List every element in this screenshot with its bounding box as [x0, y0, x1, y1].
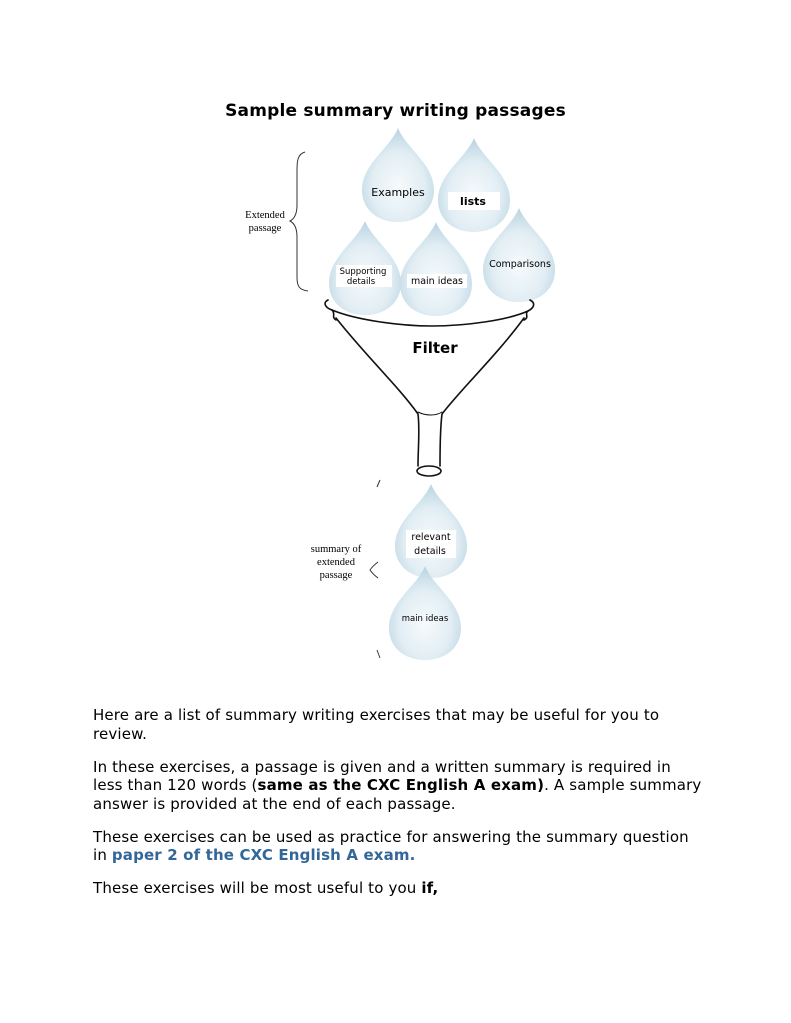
- drop-lists-label: lists: [460, 195, 486, 208]
- summary-label: extended: [317, 557, 356, 568]
- drop-examples: [362, 128, 434, 222]
- drop-lists: [438, 138, 510, 232]
- drop-relevant-details-label: details: [414, 546, 446, 557]
- summary-label: summary of: [311, 544, 362, 555]
- extended-passage-label: passage: [249, 223, 282, 234]
- paragraph-exercises: In these exercises, a passage is given a…: [93, 757, 702, 813]
- drop-main-ideas-bottom: [389, 566, 461, 660]
- paragraph-practice: These exercises can be used as practice …: [93, 827, 689, 865]
- cxc-paper2-link[interactable]: paper 2 of the CXC English A exam.: [111, 846, 416, 864]
- extended-passage-label: Extended: [245, 210, 285, 221]
- extended-passage-brace: [288, 151, 309, 292]
- drop-supporting-details-label: details: [347, 277, 376, 287]
- drop-comparisons-label: Comparisons: [489, 259, 551, 270]
- drop-supporting-details-label: Supporting: [340, 267, 387, 277]
- summary-label: passage: [320, 570, 353, 581]
- summary-filter-diagram: Extended passage Examples lists Supporti…: [245, 128, 555, 660]
- drop-main-ideas-label: main ideas: [411, 276, 463, 287]
- drop-main-ideas-bottom-label: main ideas: [402, 614, 449, 624]
- paragraph-useful: These exercises will be most useful to y…: [93, 879, 439, 897]
- filter-label: Filter: [412, 339, 458, 357]
- paragraph-intro: Here are a list of summary writing exerc…: [93, 706, 660, 743]
- drop-relevant-details-label: relevant: [411, 532, 450, 543]
- tick-mark: [376, 649, 381, 659]
- tick-mark: [376, 479, 381, 488]
- filter-funnel: [324, 299, 535, 477]
- drop-main-ideas: [400, 222, 472, 316]
- body-text: Here are a list of summary writing exerc…: [93, 706, 703, 912]
- drop-examples-label: Examples: [371, 186, 425, 199]
- page-title: Sample summary writing passages: [225, 101, 566, 121]
- summary-brace: [369, 561, 379, 579]
